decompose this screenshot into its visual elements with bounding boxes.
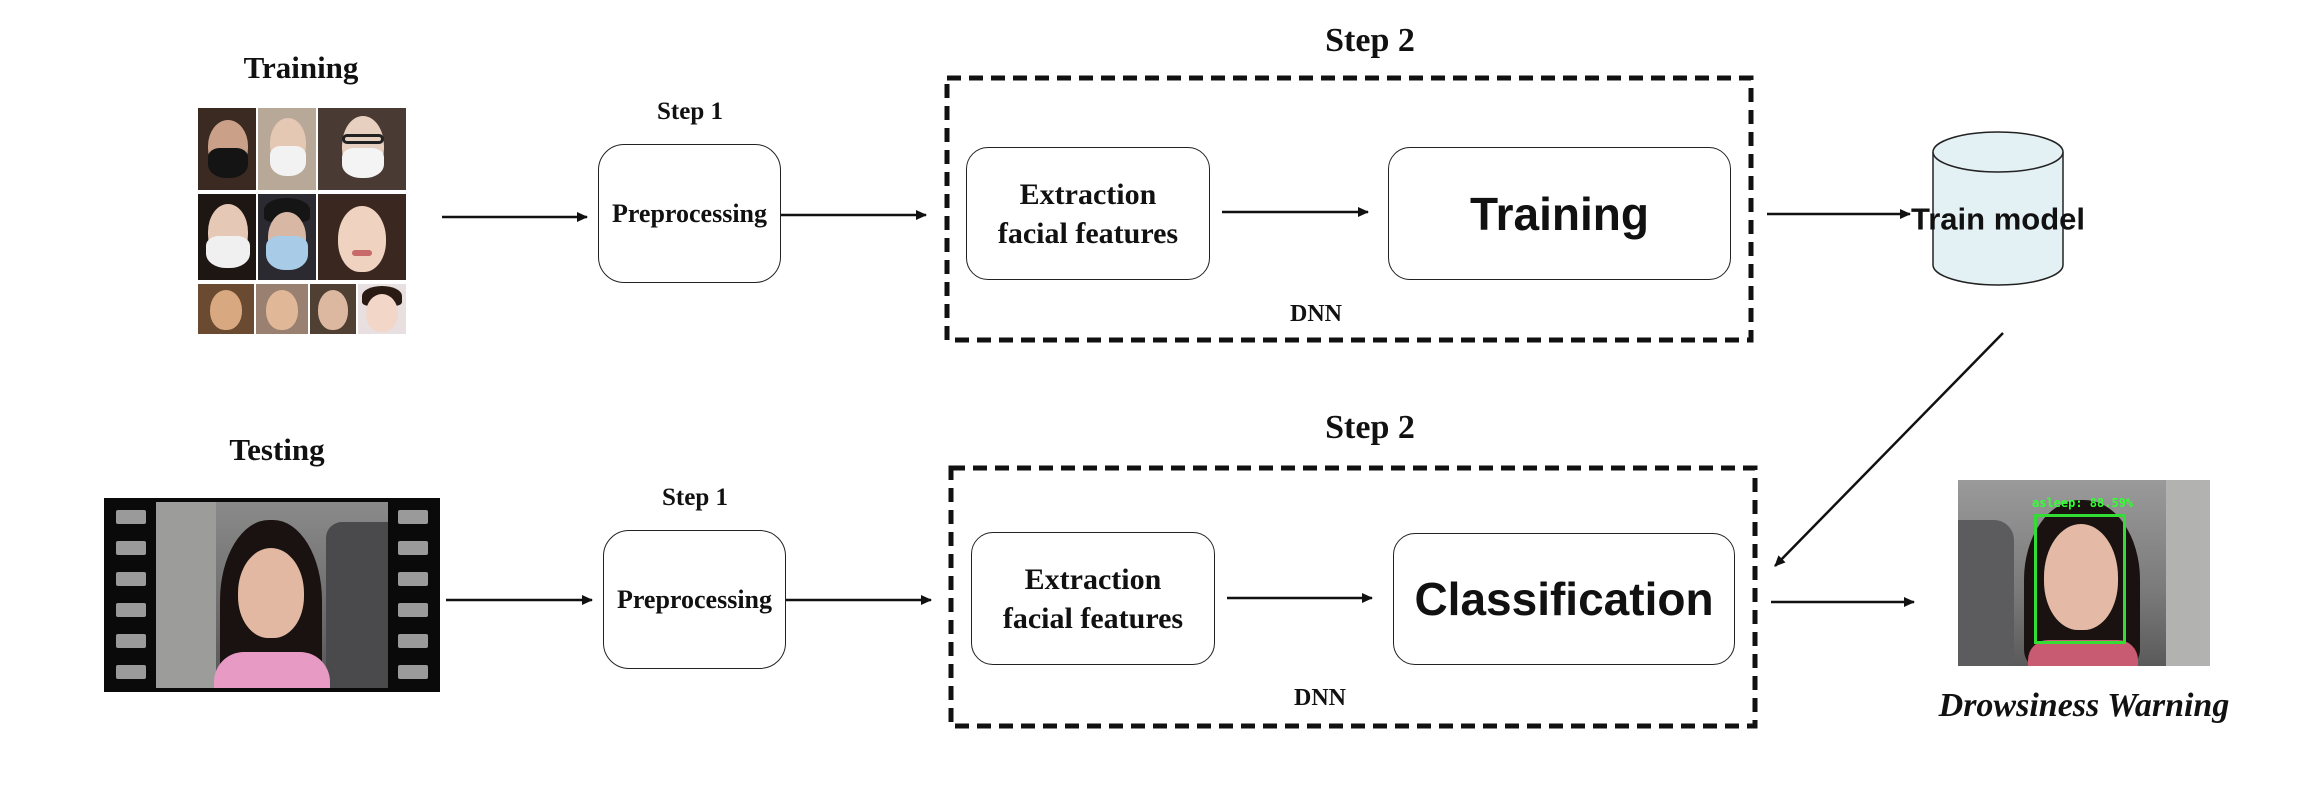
testing-extraction-box: Extraction facial features	[971, 532, 1215, 665]
face-detection-box	[2034, 514, 2126, 644]
training-preprocessing-label: Preprocessing	[611, 198, 768, 228]
database-cylinder-icon	[1932, 131, 2064, 286]
testing-video-frame	[104, 498, 440, 692]
testing-section-title: Testing	[229, 432, 325, 467]
face-thumbnail	[310, 284, 356, 334]
classification-box: Classification	[1393, 533, 1735, 665]
face-thumbnail	[318, 194, 406, 280]
training-dnn-group	[944, 75, 1754, 343]
video-frame-image	[156, 502, 388, 688]
face-thumbnail	[258, 194, 316, 280]
testing-dnn-label: DNN	[1294, 685, 1346, 711]
training-model-box: Training	[1388, 147, 1731, 280]
training-preprocessing-box: Preprocessing	[598, 144, 781, 283]
classification-label: Classification	[1414, 573, 1714, 625]
training-dnn-label: DNN	[1290, 301, 1342, 327]
training-step1-label: Step 1	[657, 98, 723, 125]
testing-preprocessing-box: Preprocessing	[603, 530, 786, 669]
testing-step2-label: Step 2	[1325, 409, 1415, 446]
testing-extraction-line1: Extraction	[1024, 562, 1162, 596]
training-model-label: Training	[1470, 187, 1649, 240]
face-thumbnail	[258, 108, 316, 190]
drowsiness-result-image: asleep: 88.59%	[1958, 480, 2210, 666]
testing-extraction-line2: facial features	[1002, 601, 1184, 635]
testing-step1-label: Step 1	[662, 484, 728, 511]
testing-preprocessing-label: Preprocessing	[616, 584, 773, 614]
detection-label: asleep: 88.59%	[2032, 496, 2134, 510]
arrow-train-model-to-classification	[1774, 332, 2004, 567]
testing-dnn-group	[948, 465, 1758, 729]
drowsiness-warning-caption: Drowsiness Warning	[1938, 687, 2230, 724]
training-step2-label: Step 2	[1325, 22, 1415, 59]
face-thumbnail	[198, 284, 254, 334]
training-extraction-line1: Extraction	[1019, 177, 1157, 211]
training-section-title: Training	[243, 50, 359, 85]
training-image-grid	[198, 108, 408, 334]
face-thumbnail	[198, 194, 256, 280]
face-thumbnail	[198, 108, 256, 190]
training-extraction-line2: facial features	[997, 216, 1179, 250]
face-thumbnail	[256, 284, 308, 334]
training-extraction-box: Extraction facial features	[966, 147, 1210, 280]
train-model-label: Train model	[1911, 201, 2085, 237]
face-thumbnail	[318, 108, 406, 190]
face-thumbnail	[358, 284, 406, 334]
